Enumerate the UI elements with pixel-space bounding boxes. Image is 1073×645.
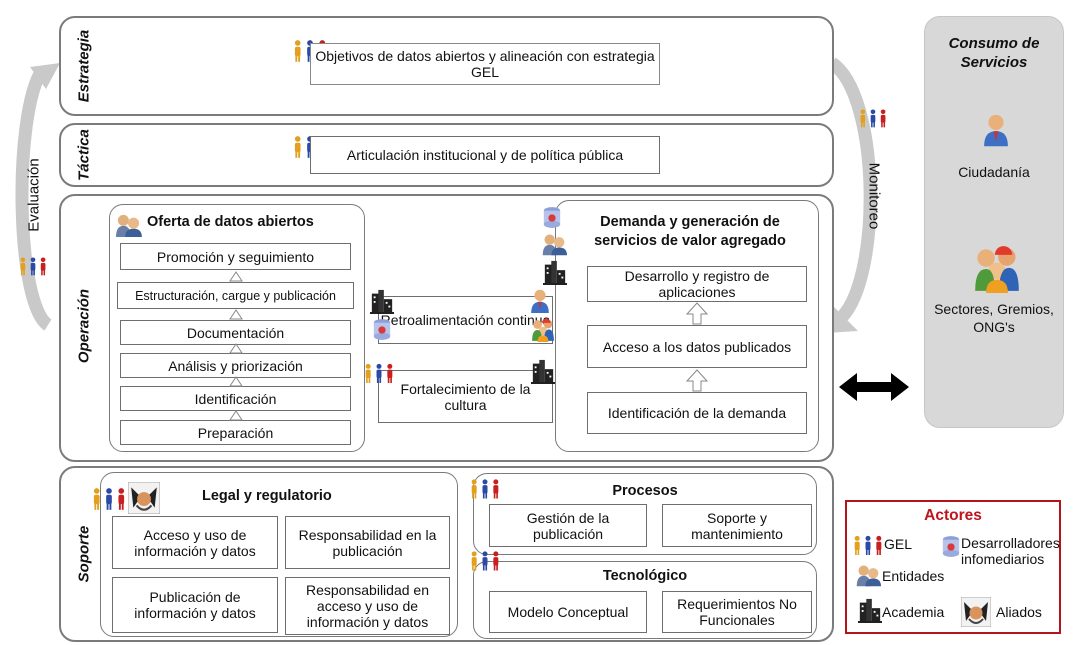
actores-legend xyxy=(845,500,1061,634)
oferta-step: Promoción y seguimiento xyxy=(120,243,351,270)
consumo-panel xyxy=(924,16,1064,428)
sectores-icon xyxy=(973,245,1021,293)
oferta-step: Preparación xyxy=(120,420,351,445)
aliados-icon xyxy=(961,597,991,627)
actores-title: Actores xyxy=(924,507,982,524)
operacion-label: Operación xyxy=(75,288,93,364)
estrategia-label: Estrategia xyxy=(75,29,93,103)
gel-icon xyxy=(364,363,394,383)
sectores-label: Sectores, Gremios, ONG's xyxy=(934,301,1054,335)
desarrolladores-icon xyxy=(941,535,961,559)
oferta-step: Análisis y priorización xyxy=(120,353,351,378)
procesos-cell: Soporte y mantenimiento xyxy=(662,504,812,547)
up-arrow-icon xyxy=(229,271,243,282)
procesos-cell: Gestión de la publicación xyxy=(489,504,647,547)
gel-icon xyxy=(853,535,883,555)
desarrolladores-icon xyxy=(542,206,562,230)
up-arrow-icon xyxy=(229,309,243,320)
entidades-icon xyxy=(114,213,142,237)
consumo-title: Consumo de Servicios xyxy=(948,35,1040,71)
crowd-icon xyxy=(531,318,555,342)
academia-icon xyxy=(370,288,394,314)
oferta-title: Oferta de datos abiertos xyxy=(147,214,314,230)
retroalimentacion-box: Retroalimentación continua xyxy=(378,296,553,344)
actores-entidades-label: Entidades xyxy=(882,568,945,584)
tecnologico-title: Tecnológico xyxy=(602,568,688,584)
monitoreo-label: Monitoreo xyxy=(865,162,883,230)
demanda-step: Desarrollo y registro de aplicaciones xyxy=(587,266,807,302)
desarrolladores-icon xyxy=(372,318,392,342)
up-arrow-icon xyxy=(685,302,709,325)
procesos-title: Procesos xyxy=(612,483,678,499)
gel-icon xyxy=(19,256,47,276)
oferta-step: Identificación xyxy=(120,386,351,411)
actores-aliados-label: Aliados xyxy=(996,604,1042,620)
double-arrow-icon xyxy=(839,373,909,401)
monitoreo-arrow xyxy=(826,57,877,333)
tactica-label: Táctica xyxy=(75,129,93,181)
actores-gel-label: GEL xyxy=(884,536,913,552)
up-arrow-icon xyxy=(229,376,243,387)
up-arrow-icon xyxy=(685,369,709,392)
demanda-title: Demanda y generación de servicios de val… xyxy=(594,214,786,249)
up-arrow-icon xyxy=(229,343,243,354)
demanda-step: Identificación de la demanda xyxy=(587,392,807,434)
ciudadania-icon xyxy=(983,113,1009,147)
tecnologico-cell: Modelo Conceptual xyxy=(489,591,647,633)
demanda-step: Acceso a los datos publicados xyxy=(587,325,807,368)
tecnologico-cell: Requerimientos No Funcionales xyxy=(662,591,812,633)
person-icon xyxy=(530,289,550,313)
legal-cell: Acceso y uso de información y datos xyxy=(112,516,278,569)
legal-title: Legal y regulatorio xyxy=(202,488,332,504)
actores-desarrolladores-label: Desarrolladores infomediarios xyxy=(961,535,1060,567)
evaluacion-arrow xyxy=(15,63,60,331)
entidades-icon xyxy=(541,232,567,256)
oferta-step: Documentación xyxy=(120,320,351,345)
entidades-icon xyxy=(855,563,881,587)
legal-cell: Responsabilidad en acceso y uso de infor… xyxy=(285,577,450,635)
estrategia-objetivos-box: Objetivos de datos abiertos y alineación… xyxy=(310,43,660,85)
gel-icon xyxy=(92,487,126,510)
up-arrow-icon xyxy=(229,410,243,421)
academia-icon xyxy=(858,597,882,623)
actores-academia-label: Academia xyxy=(882,604,945,620)
gel-icon xyxy=(859,108,887,128)
academia-icon xyxy=(543,259,567,285)
legal-cell: Responsabilidad en la publicación xyxy=(285,516,450,569)
fortalecimiento-box: Fortalecimiento de la cultura xyxy=(378,370,553,423)
tactica-articulacion-box: Articulación institucional y de política… xyxy=(310,136,660,174)
aliados-icon xyxy=(128,482,160,514)
evaluacion-label: Evaluación xyxy=(25,158,43,232)
legal-cell: Publicación de información y datos xyxy=(112,577,278,633)
academia-icon xyxy=(531,358,555,384)
oferta-step: Estructuración, cargue y publicación xyxy=(117,282,354,309)
ciudadania-label: Ciudadanía xyxy=(958,164,1030,180)
soporte-label: Soporte xyxy=(75,525,93,583)
